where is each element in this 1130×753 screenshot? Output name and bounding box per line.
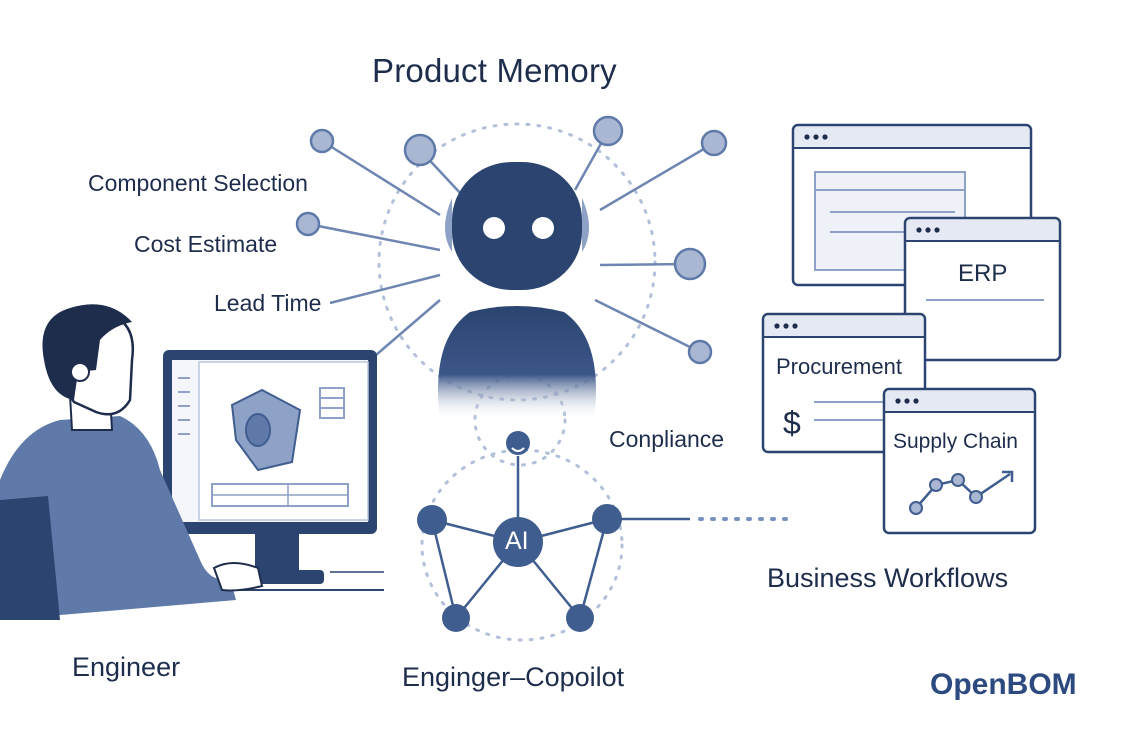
compliance-node	[506, 431, 530, 455]
app-window-back	[791, 123, 1033, 287]
memory-nodes	[295, 115, 728, 365]
component-selection-label: Component Selection	[88, 170, 308, 196]
supply-chain-window-title: Supply Chain	[893, 430, 1018, 453]
copilot-label: Enginger–Copoilot	[402, 662, 625, 692]
cad-part	[230, 388, 302, 472]
cost-estimate-label: Cost Estimate	[134, 231, 278, 257]
openbom-logo: OpenBOM	[930, 668, 1077, 701]
memory-spokes	[307, 130, 715, 356]
diagram-title: Product Memory	[372, 52, 617, 89]
ai-network-icon	[417, 456, 792, 632]
supply-chain-window	[882, 387, 1037, 535]
procurement-window-title: Procurement	[776, 354, 902, 379]
engineer-figure	[0, 304, 264, 620]
erp-window	[903, 216, 1062, 362]
engineer-label: Engineer	[72, 652, 181, 682]
trend-chart-icon	[909, 470, 1014, 515]
lead-time-label: Lead Time	[214, 290, 322, 316]
business-workflows-label: Business Workflows	[767, 563, 1009, 593]
ai-label: AI	[505, 527, 529, 555]
compliance-label: Conpliance	[609, 426, 725, 452]
robot-icon	[438, 162, 596, 420]
erp-window-title: ERP	[958, 260, 1008, 287]
dollar-icon: $	[783, 405, 801, 441]
